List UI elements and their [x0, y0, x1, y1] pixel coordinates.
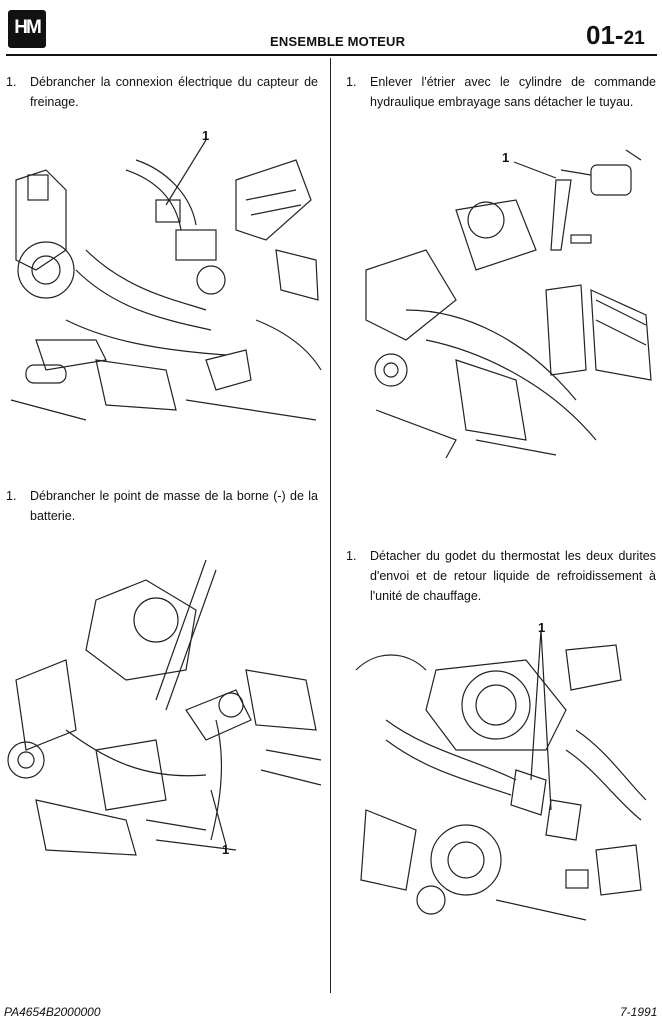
- page-subnumber: 21: [623, 28, 645, 49]
- step-number: 1.: [346, 75, 357, 89]
- step-text: Détacher du godet du thermostat les deux…: [370, 549, 656, 603]
- figure-callout: 1: [538, 620, 546, 635]
- engine-figure-thermostat-hoses: [346, 630, 658, 930]
- figure-callout: 1: [202, 128, 210, 143]
- step-text: Débrancher la connexion électrique du ca…: [30, 75, 318, 109]
- engine-figure-brake-sensor: [6, 140, 322, 425]
- page-separator: -: [614, 20, 624, 50]
- document-code: PA4654B2000000: [4, 1005, 101, 1019]
- logo-text: HM: [14, 17, 42, 38]
- engine-figure-clutch-cylinder: [346, 140, 658, 460]
- step-text: Débrancher le point de masse de la borne…: [30, 489, 318, 523]
- section-title: ENSEMBLE MOTEUR: [270, 34, 406, 49]
- right-step-1: 1. Enlever l'étrier avec le cylindre de …: [346, 72, 656, 112]
- brand-logo: HM: [8, 10, 46, 48]
- step-number: 1.: [6, 489, 17, 503]
- left-step-1: 1. Débrancher la connexion électrique du…: [6, 72, 318, 112]
- header-rule: [6, 54, 657, 56]
- step-number: 1.: [346, 549, 357, 563]
- step-text: Enlever l'étrier avec le cylindre de com…: [370, 75, 656, 109]
- page-number: 01-21: [586, 20, 645, 51]
- column-divider: [330, 58, 331, 993]
- step-number: 1.: [6, 75, 17, 89]
- left-step-2: 1. Débrancher le point de masse de la bo…: [6, 486, 318, 526]
- document-date: 7-1991: [620, 1005, 658, 1019]
- figure-callout: 1: [222, 842, 230, 857]
- engine-figure-battery-ground: [6, 560, 322, 860]
- right-step-2: 1. Détacher du godet du thermostat les d…: [346, 546, 656, 606]
- chapter-number: 01: [586, 20, 615, 50]
- figure-callout: 1: [502, 150, 510, 165]
